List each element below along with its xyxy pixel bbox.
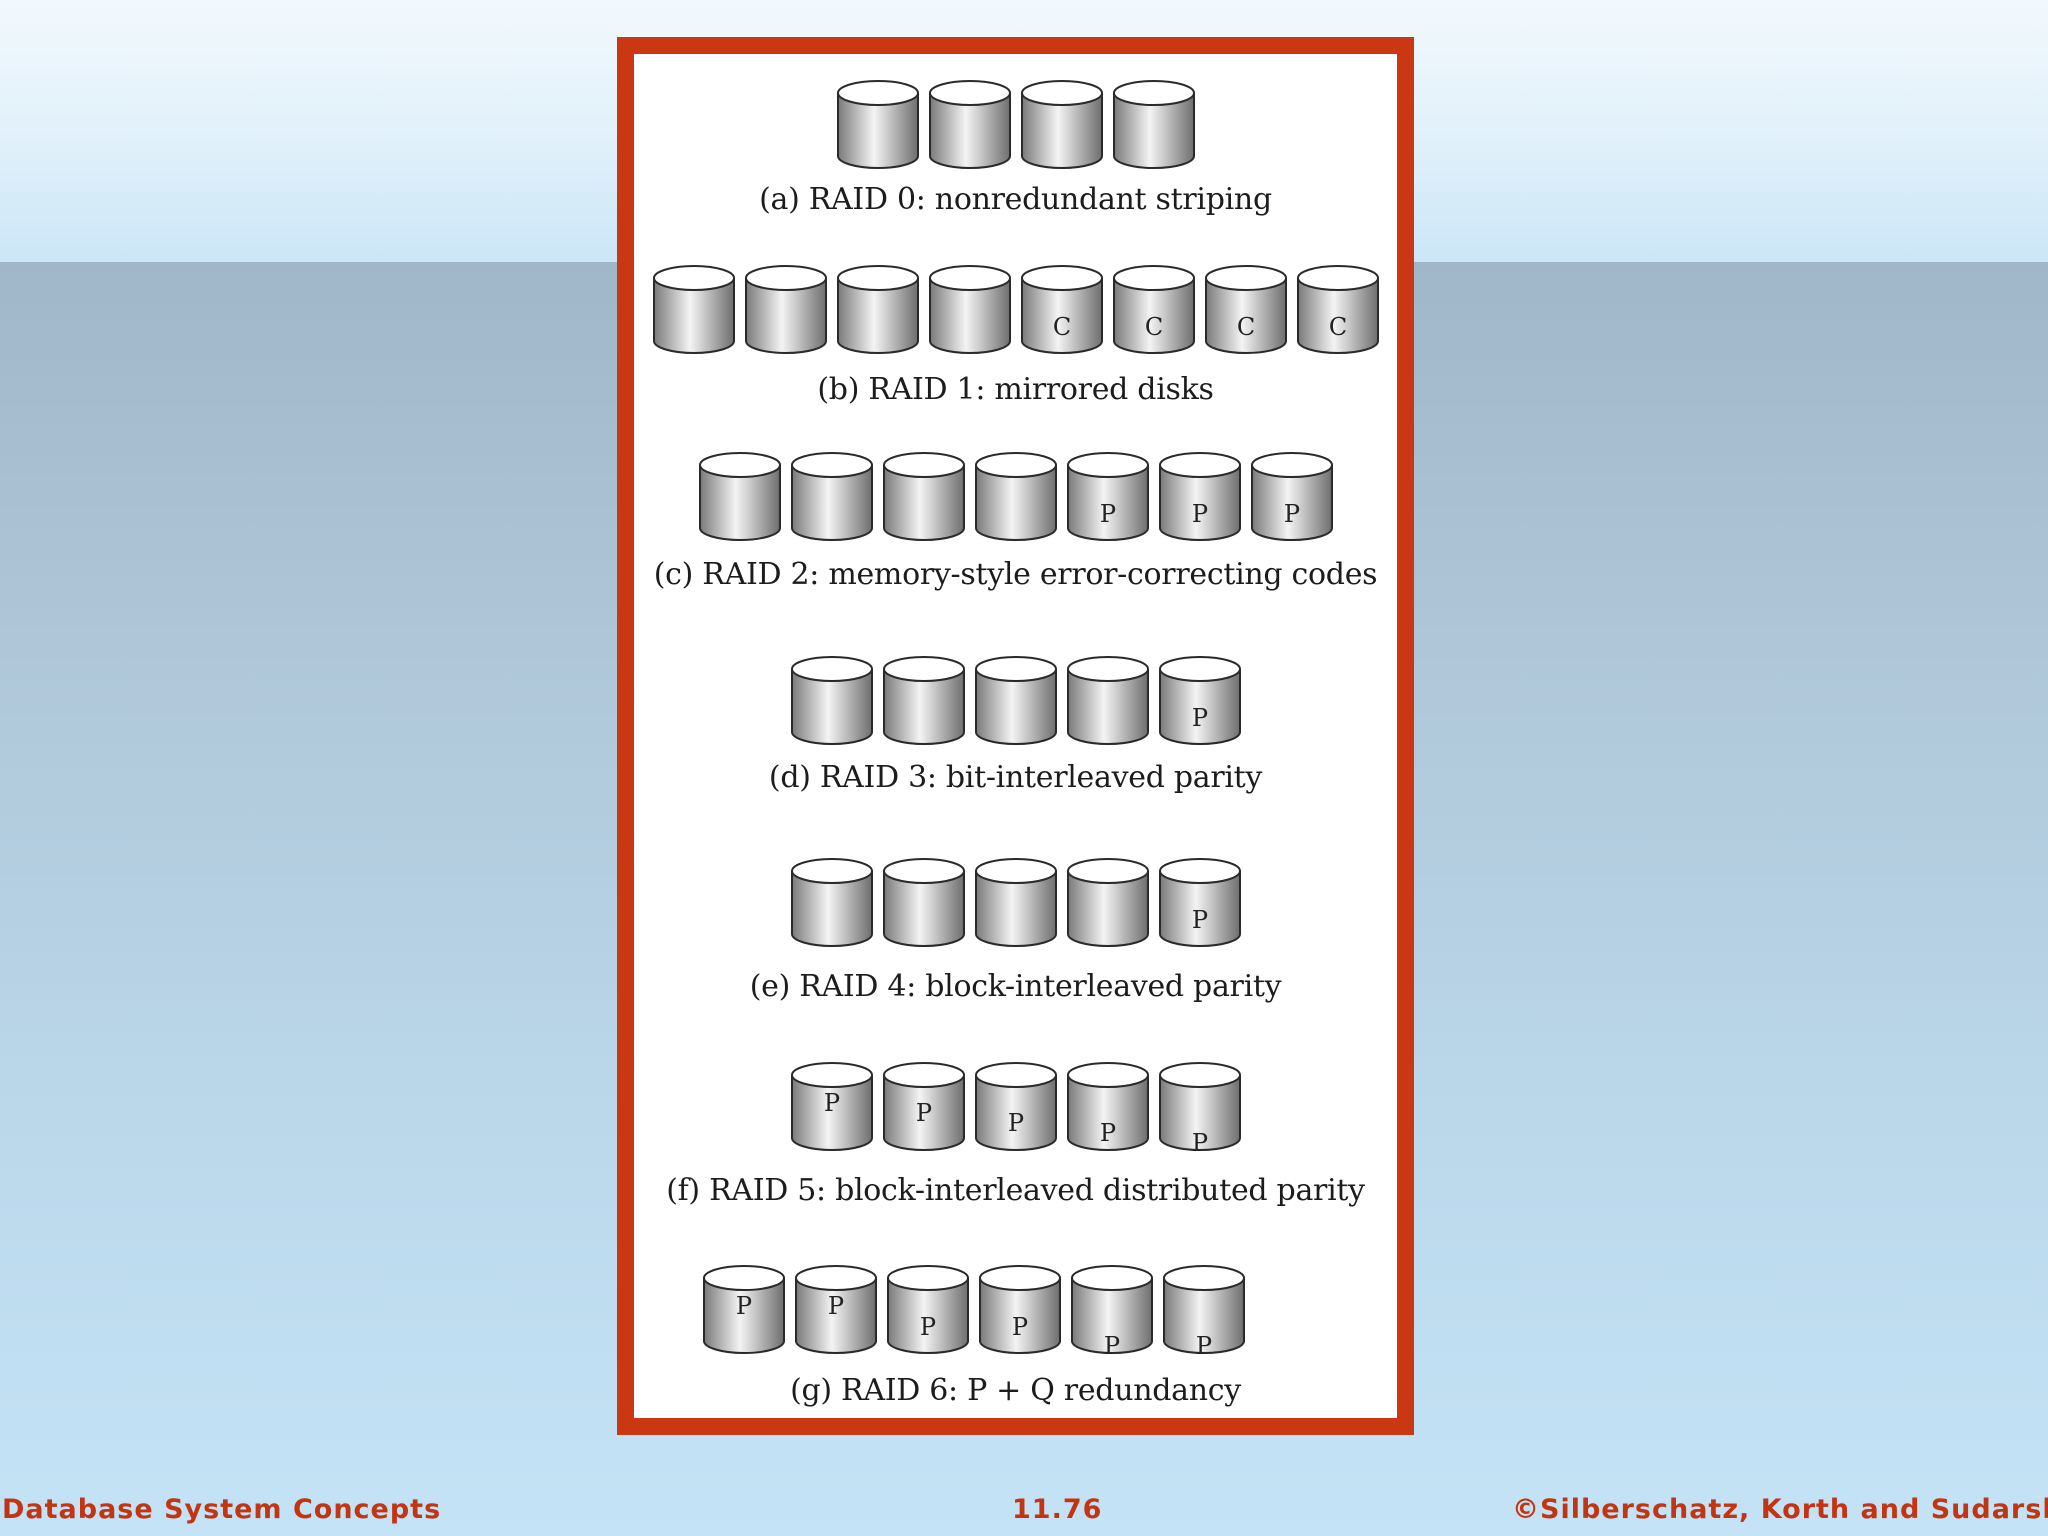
disk-icon (928, 78, 1012, 170)
disk-icon (652, 263, 736, 355)
disk-array (634, 78, 1397, 178)
disk-label: P (735, 1292, 753, 1320)
disk-icon (790, 856, 874, 948)
footer-book-title: Database System Concepts (2, 1494, 442, 1525)
disk-icon: P (1070, 1263, 1154, 1360)
raid-caption: (f) RAID 5: block-interleaved distribute… (666, 1173, 1365, 1208)
raid-caption: (e) RAID 4: block-interleaved parity (749, 969, 1282, 1004)
disk-label: P (919, 1313, 937, 1341)
raid-caption: (a) RAID 0: nonredundant striping (759, 182, 1272, 217)
disk-icon: P (1250, 450, 1334, 542)
disk-array: P P P P P (634, 1060, 1397, 1160)
disk-icon: P (886, 1263, 970, 1355)
disk-label: P (1283, 500, 1301, 528)
disk-icon: P (978, 1263, 1062, 1355)
disk-icon (790, 450, 874, 542)
disk-label: P (1103, 1332, 1121, 1360)
raid-caption: (g) RAID 6: P + Q redundancy (790, 1373, 1241, 1408)
disk-icon (882, 450, 966, 542)
disk-label: P (1099, 500, 1117, 528)
disk-icon (882, 654, 966, 746)
disk-icon (698, 450, 782, 542)
footer-page-number: 11.76 (1012, 1494, 1103, 1525)
raid-caption: (d) RAID 3: bit-interleaved parity (768, 760, 1263, 795)
disk-icon: C (1112, 263, 1196, 355)
disk-label: C (1052, 313, 1072, 341)
disk-icon: P (1158, 654, 1242, 746)
disk-label: P (827, 1292, 845, 1320)
disk-icon: P (1158, 450, 1242, 542)
disk-array: P P P P P P (634, 1263, 1397, 1363)
disk-array: P (634, 654, 1397, 754)
disk-label: P (823, 1089, 841, 1117)
disk-label: P (1007, 1109, 1025, 1137)
disk-icon: P (1162, 1263, 1246, 1360)
disk-icon (836, 263, 920, 355)
disk-icon (1020, 78, 1104, 170)
disk-label: P (1099, 1119, 1117, 1147)
disk-icon (1066, 654, 1150, 746)
disk-icon (882, 856, 966, 948)
disk-array: P (634, 856, 1397, 956)
disk-icon: P (1066, 1060, 1150, 1152)
disk-icon: P (1066, 450, 1150, 542)
disk-icon: C (1020, 263, 1104, 355)
disk-icon: C (1204, 263, 1288, 355)
disk-label: P (1191, 906, 1209, 934)
disk-label: P (1195, 1332, 1213, 1360)
raid-caption: (b) RAID 1: mirrored disks (817, 372, 1214, 407)
disk-icon (790, 654, 874, 746)
disk-label: P (1191, 704, 1209, 732)
disk-icon: P (1158, 1060, 1242, 1157)
raid-caption: (c) RAID 2: memory-style error-correctin… (653, 557, 1378, 592)
disk-label: P (1191, 1129, 1209, 1157)
disk-label: P (1011, 1313, 1029, 1341)
disk-icon (744, 263, 828, 355)
disk-icon: P (790, 1060, 874, 1152)
disk-icon: P (882, 1060, 966, 1152)
disk-label: C (1236, 313, 1256, 341)
disk-icon: P (794, 1263, 878, 1355)
disk-label: P (1191, 500, 1209, 528)
disk-icon (974, 856, 1058, 948)
disk-icon: P (1158, 856, 1242, 948)
disk-label: C (1144, 313, 1164, 341)
disk-icon (928, 263, 1012, 355)
disk-icon (1066, 856, 1150, 948)
disk-icon (836, 78, 920, 170)
disk-icon (1112, 78, 1196, 170)
disk-icon (974, 654, 1058, 746)
footer-copyright: ©Silberschatz, Korth and Sudarshan (1512, 1494, 2048, 1525)
disk-icon: P (702, 1263, 786, 1355)
disk-icon: C (1296, 263, 1380, 355)
disk-label: C (1328, 313, 1348, 341)
disk-icon (974, 450, 1058, 542)
disk-label: P (915, 1099, 933, 1127)
disk-icon: P (974, 1060, 1058, 1152)
